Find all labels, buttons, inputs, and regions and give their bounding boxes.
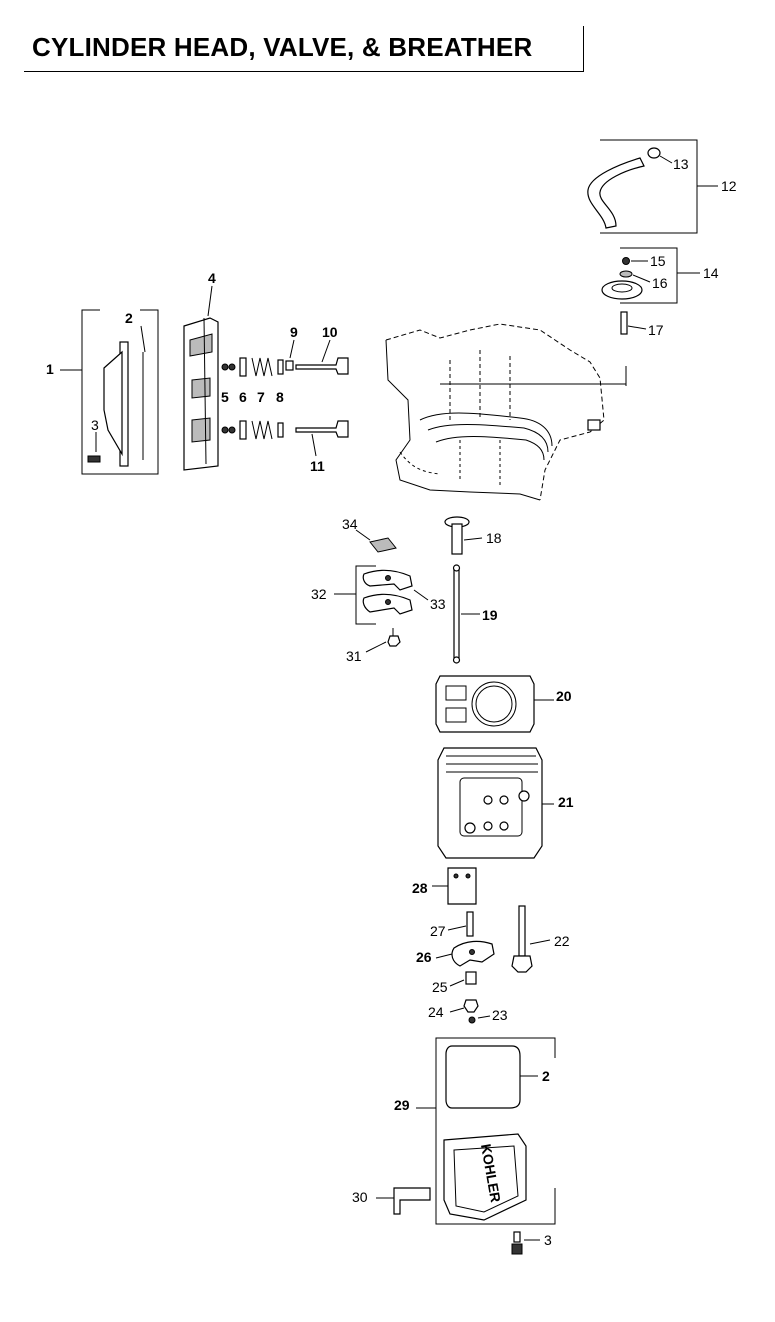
callout-11: 11	[310, 458, 325, 474]
breather-seal	[619, 270, 633, 278]
valve-cover-screw	[513, 1231, 521, 1243]
callout-29: 29	[394, 1097, 410, 1113]
valve-spring	[251, 357, 273, 377]
cylinder-head-top	[437, 747, 554, 859]
grommet	[622, 257, 630, 265]
callout-2: 2	[125, 310, 133, 326]
callout-25: 25	[432, 979, 448, 995]
head-cover	[103, 350, 123, 457]
callout-33: 33	[430, 596, 446, 612]
callout-19: 19	[482, 607, 498, 623]
exhaust-valve	[295, 357, 349, 375]
callout-26: 26	[416, 949, 432, 965]
callout-24: 24	[428, 1004, 444, 1020]
rocker-bracket	[447, 867, 477, 905]
rocker-adjust-group	[435, 940, 495, 1024]
callout-15: 15	[650, 253, 666, 269]
valve-cover	[443, 1133, 527, 1221]
rocker-nut	[387, 635, 401, 647]
valve-lifter-block	[369, 537, 397, 553]
head-cover-assembly	[60, 309, 159, 475]
callout-13: 13	[673, 156, 689, 172]
valve-keeper	[221, 363, 229, 371]
breather-hose-group	[587, 139, 718, 234]
valve-seal	[277, 359, 284, 375]
rocker-pivot	[465, 971, 477, 985]
intake-valve	[295, 420, 349, 438]
callout-1: 1	[46, 361, 54, 377]
callout-5: 5	[221, 389, 229, 405]
callout-28: 28	[412, 880, 428, 896]
callout-7: 7	[257, 389, 265, 405]
rocker-arm-group	[334, 529, 429, 653]
breather-cover-group	[601, 247, 700, 335]
push-rod	[453, 569, 460, 659]
callout-27: 27	[430, 923, 446, 939]
callout-23: 23	[492, 1007, 508, 1023]
callout-9: 9	[290, 324, 298, 340]
breather-hose	[587, 157, 645, 229]
adjust-screw	[468, 1016, 476, 1024]
rocker-stud	[466, 911, 474, 937]
breather-cover	[601, 280, 643, 300]
callout-10: 10	[322, 324, 338, 340]
cover-bracket	[393, 1187, 431, 1215]
cover-screw	[87, 455, 101, 463]
callout-8: 8	[276, 389, 284, 405]
callout-6: 6	[239, 389, 247, 405]
head-bolt	[518, 905, 526, 957]
callout-21: 21	[558, 794, 574, 810]
callout-30: 30	[352, 1189, 368, 1205]
engine-block-reference	[385, 323, 627, 501]
callout-20: 20	[556, 688, 572, 704]
callout-labels: 1 2 3 4 5 6 7 8 9 10 11 12 13 14 15 16 1…	[46, 156, 737, 1248]
hose-clamp	[647, 147, 661, 159]
valve-train	[221, 339, 349, 457]
valve-cover-kit: KOHLER	[376, 1037, 556, 1255]
callout-22: 22	[554, 933, 570, 949]
callout-4: 4	[208, 270, 216, 286]
adjust-nut	[463, 999, 479, 1013]
push-rod-group	[444, 516, 483, 664]
callout-3-cover-screw: 3	[544, 1232, 552, 1248]
callout-12: 12	[721, 178, 737, 194]
callout-18: 18	[486, 530, 502, 546]
callout-3: 3	[91, 417, 99, 433]
head-gasket	[435, 675, 554, 733]
callout-31: 31	[346, 648, 362, 664]
page-title: CYLINDER HEAD, VALVE, & BREATHER	[32, 32, 533, 62]
callout-2-cover-gasket: 2	[542, 1068, 550, 1084]
breather-fitting	[620, 311, 628, 335]
title-box: CYLINDER HEAD, VALVE, & BREATHER	[24, 26, 584, 72]
valve-cover-gasket	[445, 1045, 521, 1109]
callout-14: 14	[703, 265, 719, 281]
cylinder-head-side	[183, 285, 219, 471]
callout-32: 32	[311, 586, 327, 602]
valve-stem-cap	[285, 360, 294, 371]
rocker-bracket-group	[432, 867, 551, 973]
callout-17: 17	[648, 322, 664, 338]
callout-34: 34	[342, 516, 358, 532]
spring-retainer	[239, 357, 247, 377]
callout-16: 16	[652, 275, 668, 291]
